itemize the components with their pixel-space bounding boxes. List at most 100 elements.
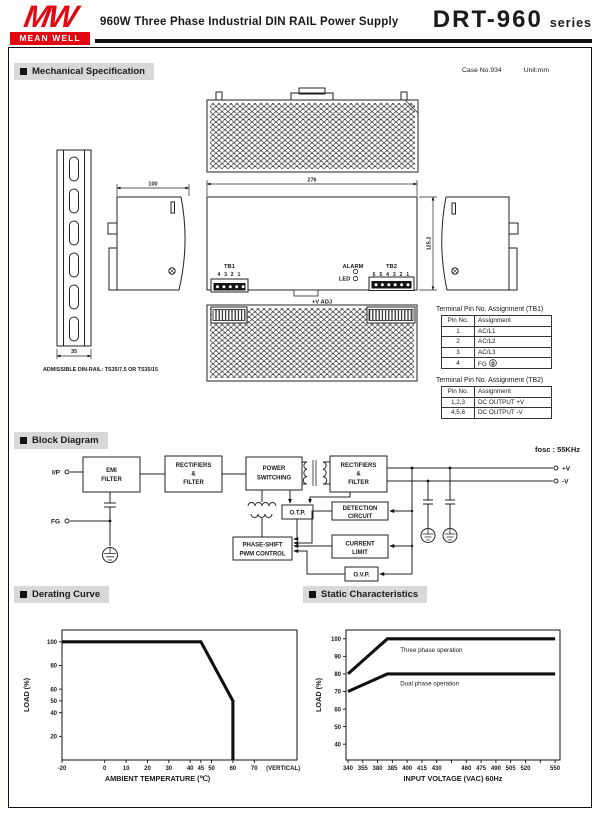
y-tick-label: 50 [334,725,341,731]
dimension-rail-width: 35 [71,349,77,355]
x-axis-label: INPUT VOLTAGE (VAC) 60Hz [404,774,503,783]
series-annotation: Dual phase operation [400,680,459,687]
x-tick-label: 10 [123,766,130,772]
series-annotation: Three phase operation [400,647,463,654]
logo-brand-label: MEAN WELL [10,32,90,45]
y-tick-label: 70 [334,690,341,696]
svg-text:DETECTION: DETECTION [343,506,378,512]
vminus-label: -V [562,479,569,486]
alarm-label: ALARM [343,264,364,270]
svg-text:RECTIFIERS: RECTIFIERS [176,463,212,469]
y-tick-label: 60 [50,687,57,693]
x-tick-label: 340 [343,766,354,772]
data-series [346,637,556,676]
dimension-width: 276 [307,178,316,184]
earth-ground-icon [488,358,497,367]
header-rule [95,39,592,43]
svg-text:PHASE-SHIFT: PHASE-SHIFT [242,543,282,549]
x-tick-label: 0 [103,766,107,772]
tb1-pin-numbers: 4 3 2 1 [217,272,241,278]
y-tick-label: 90 [334,655,341,661]
data-series [347,672,556,693]
alarm-led-lower [352,275,359,282]
y-axis-label: LOAD (%) [22,677,31,712]
series-name: DRT-960 [432,6,543,33]
x-tick-label: 355 [358,766,369,772]
svg-text:RECTIFIERS: RECTIFIERS [341,463,377,469]
x-tick-label: 45 [198,766,205,772]
x-tick-label: 490 [491,766,502,772]
svg-text:POWER: POWER [263,466,286,472]
svg-text:FILTER: FILTER [101,477,122,483]
unit-label: Unit:mm [523,67,549,74]
svg-text:&: & [356,472,361,478]
x-tick-label: 385 [387,766,398,772]
fosc-frequency: fosc : 55KHz [534,445,580,454]
svg-text:CIRCUIT: CIRCUIT [348,514,373,520]
series-suffix: series [549,16,592,30]
svg-text:EMI: EMI [106,468,117,474]
x-tick-label: 415 [417,766,428,772]
x-tick-label: 70 [251,766,258,772]
x-tick-label: 505 [506,766,517,772]
din-rail-note: ADMISSIBLE DIN-RAIL: TS35/7.5 OR TS35/15 [43,367,158,373]
section-mechanical-specification: Mechanical Specification [14,63,154,80]
svg-text:CURRENT: CURRENT [345,542,375,548]
series-title: DRT-960 series [433,6,592,34]
side-view-left [107,184,190,291]
x-tick-label: 460 [461,766,472,772]
section-marker-icon [20,68,27,75]
alarm-led-upper [352,268,359,275]
block-labels: EMI FILTER RECTIFIERS & FILTER POWER SWI… [101,463,377,579]
svg-text:FILTER: FILTER [183,480,204,486]
dimension-height: 125.2 [427,237,433,251]
side-view-right [441,196,519,291]
rail-width-dimension [56,349,92,359]
fg-label: FG [51,519,60,526]
case-number: Case No.934 [462,67,502,74]
x-tick-label: 60 [230,766,237,772]
block-diagram-drawing: I/P FG +V -V EMI FILTER RECTIFIERS & FIL… [51,455,571,582]
x-axis-note: (VERTICAL) [266,766,300,772]
tb2-table-title: Terminal Pin No. Assignment (TB2) [436,377,544,384]
bottom-view-drawing [206,304,418,382]
y-tick-label: 40 [334,742,341,748]
top-view-drawing [206,87,419,173]
section-marker-icon [20,591,27,598]
x-tick-label: 20 [144,766,151,772]
dimension-depth: 100 [148,182,157,188]
block-diagram-wiring [64,455,559,582]
front-view-drawing [206,196,437,332]
x-tick-label: 475 [476,766,487,772]
table-header-row: Pin No.Assignment [441,386,552,398]
logo-mw-glyph: MW [21,0,79,34]
y-tick-label: 100 [331,637,342,643]
vplus-label: +V [562,466,571,473]
page-title: 960W Three Phase Industrial DIN RAIL Pow… [100,16,399,28]
x-tick-label: 30 [165,766,172,772]
y-tick-label: 100 [47,640,58,646]
svg-text:O.V.P.: O.V.P. [353,573,370,579]
meanwell-logo: MW MEAN WELL [10,0,90,46]
tb1-table-title: Terminal Pin No. Assignment (TB1) [436,306,544,313]
svg-text:&: & [191,472,196,478]
led-label: LED [339,277,351,283]
svg-text:FILTER: FILTER [348,480,369,486]
plot-frame [345,629,561,761]
mechanical-drawing: 35 ADMISSIBLE DIN-RAIL: TS35/7.5 OR TS35… [43,87,519,382]
y-tick-label: 80 [50,664,57,670]
x-tick-label: 430 [432,766,443,772]
din-rail-drawing [56,149,92,347]
table-header-row: Pin No.Assignment [441,315,552,327]
tb2-pin-numbers: 6 5 4 3 2 1 [373,272,411,278]
svg-text:LIMIT: LIMIT [352,550,368,556]
section-derating-curve: Derating Curve [14,586,110,603]
width-dimension [206,180,418,196]
